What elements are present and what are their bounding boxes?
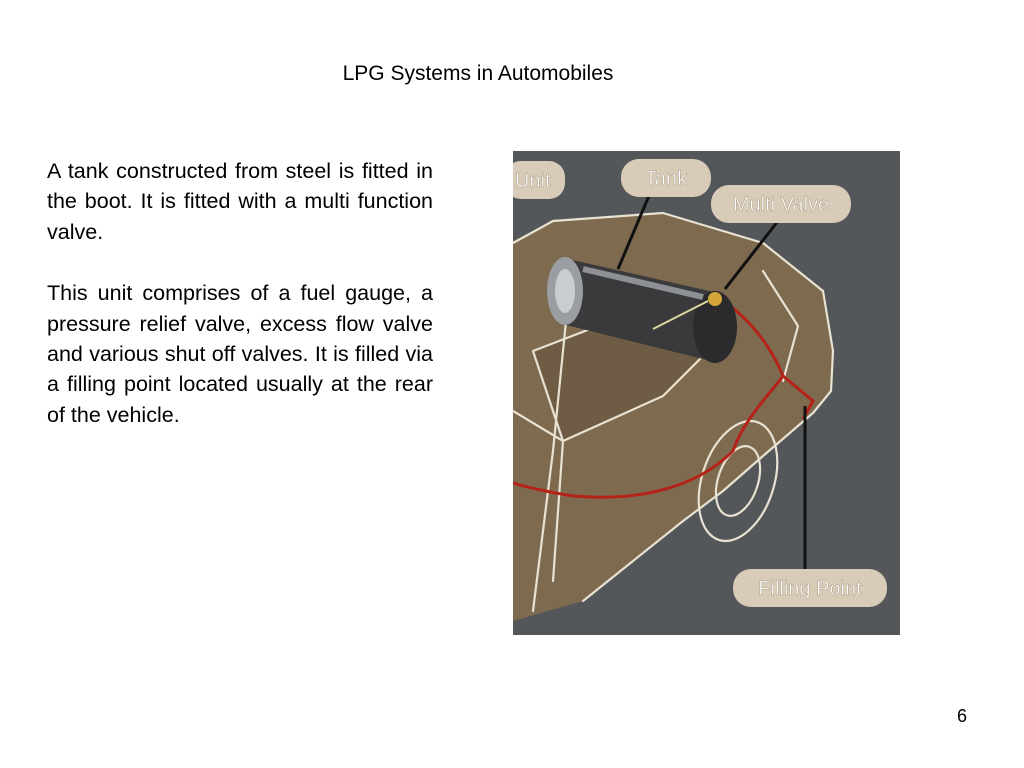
- lpg-car-diagram: Unit Tank Multi Valve Filling Point: [513, 151, 900, 635]
- car-trunk-outline: [761, 269, 800, 383]
- label-unit-text: Unit: [515, 170, 551, 192]
- car-rear-outline: [581, 349, 835, 603]
- label-filling-point: Filling Point: [733, 569, 887, 607]
- multi-valve-pointer: [723, 220, 780, 290]
- page-number: 6: [956, 706, 967, 726]
- multi-valve: [708, 292, 722, 306]
- lpg-tank: [547, 257, 737, 363]
- paragraph-tank: A tank constructed from steel is fitted …: [47, 159, 433, 244]
- label-tank-text: Tank: [645, 168, 688, 190]
- label-multi-valve: Multi Valve: [711, 185, 851, 223]
- slide-title: LPG Systems in Automobiles: [342, 62, 614, 85]
- rear-wheel-inner: [714, 445, 762, 517]
- fuel-line: [513, 299, 785, 499]
- label-multi-valve-text: Multi Valve: [733, 194, 829, 216]
- car-door-outline: [513, 409, 565, 583]
- tank-pointer: [616, 190, 653, 270]
- label-tank: Tank: [621, 159, 711, 197]
- label-unit: Unit: [513, 161, 565, 199]
- rear-wheel-outline: [697, 419, 779, 543]
- car-roof-outline: [513, 211, 835, 353]
- paragraph-unit: This unit comprises of a fuel gauge, a p…: [47, 281, 433, 427]
- car-pillar-outline: [531, 299, 570, 613]
- body-text: A tank constructed from steel is fitted …: [47, 156, 433, 461]
- label-filling-point-text: Filling Point: [758, 578, 862, 600]
